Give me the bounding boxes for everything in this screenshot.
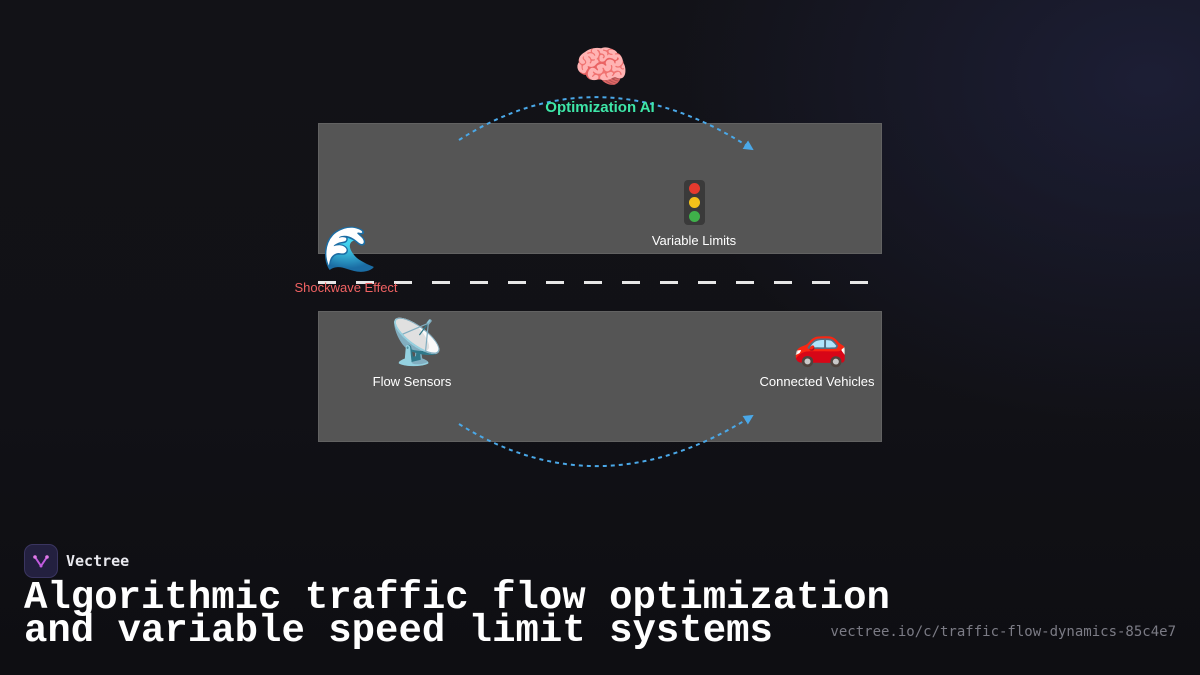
red-light <box>689 183 700 194</box>
vectree-logo-icon <box>24 544 58 578</box>
road-bottom-lane <box>318 311 882 442</box>
arrow-bottom <box>458 414 754 468</box>
green-light <box>689 211 700 222</box>
brand: Vectree <box>24 544 129 578</box>
title-line-1: Algorithmic traffic flow optimization <box>24 576 890 620</box>
traffic-light-icon <box>684 180 705 225</box>
arrow-top <box>458 96 754 151</box>
optimization-ai-label: Optimization AI <box>545 99 655 116</box>
car-icon: 🚗 <box>793 319 848 368</box>
brand-name: Vectree <box>66 552 130 570</box>
wave-icon: 🌊 <box>322 225 377 274</box>
variable-limits-label: Variable Limits <box>651 233 737 248</box>
lane-divider <box>318 281 882 284</box>
page-title: Algorithmic traffic flow optimization an… <box>24 576 890 653</box>
connected-vehicles-label: Connected Vehicles <box>759 374 875 389</box>
road-top-lane <box>318 123 882 254</box>
shockwave-effect-label: Shockwave Effect <box>294 280 398 295</box>
satellite-antenna-icon: 📡 <box>389 318 444 367</box>
brain-icon: 🧠 <box>574 43 629 92</box>
flow-sensors-label: Flow Sensors <box>372 374 452 389</box>
yellow-light <box>689 197 700 208</box>
source-url: vectree.io/c/traffic-flow-dynamics-85c4e… <box>830 624 1176 640</box>
title-line-2: and variable speed limit systems <box>24 609 773 653</box>
